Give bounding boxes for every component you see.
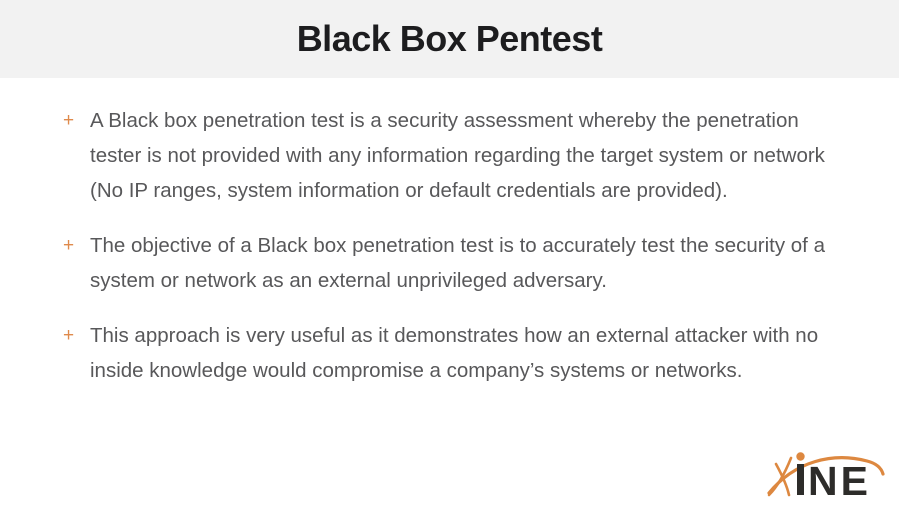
list-item: + The objective of a Black box penetrati… [63,228,859,298]
plus-bullet-icon: + [63,235,75,256]
bullet-text: A Black box penetration test is a securi… [90,109,825,202]
plus-bullet-icon: + [63,110,75,131]
bullet-text: The objective of a Black box penetration… [90,234,825,292]
bullet-list: + A Black box penetration test is a secu… [0,78,899,388]
bullet-text: This approach is very useful as it demon… [90,324,819,382]
ine-logo: NE [767,452,885,499]
list-item: + This approach is very useful as it dem… [63,318,859,388]
plus-bullet-icon: + [63,325,75,346]
slide-header: Black Box Pentest [0,0,899,78]
list-item: + A Black box penetration test is a secu… [63,103,859,208]
logo-wordmark: NE [808,458,871,499]
page-title: Black Box Pentest [296,18,603,59]
logo-swoosh-arc-icon [767,456,885,495]
logo-swoosh-left2-icon [774,462,791,497]
logo-i-stem [797,464,804,495]
logo-i-dot-icon [796,452,805,461]
